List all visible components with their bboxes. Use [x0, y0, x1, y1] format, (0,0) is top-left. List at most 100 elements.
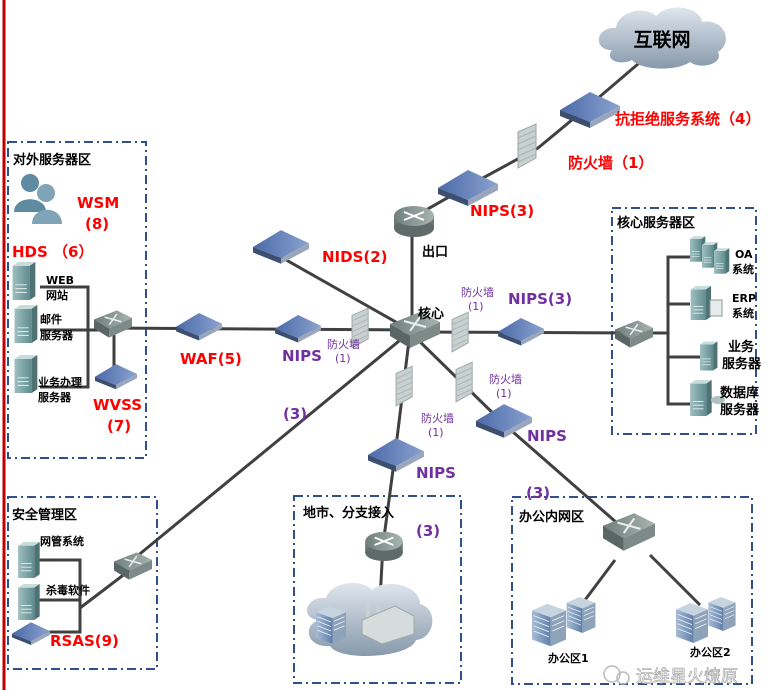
office-area-2-label: 办公区2: [690, 645, 731, 659]
database-label-2: 服务器: [720, 402, 760, 418]
zone-branch-access: [293, 495, 462, 684]
nms-label: 网管系统: [40, 534, 84, 548]
bottom-right-firewall-num: (1): [496, 387, 512, 400]
branch-num: (3): [416, 522, 440, 540]
egress-router-icon: [393, 205, 435, 238]
biz-server-icon: [14, 354, 38, 394]
bottom-firewall-num: (1): [428, 426, 444, 439]
branch-router-icon: [364, 530, 404, 563]
bottom-right-nips-label: NIPS: [527, 427, 567, 445]
watermark-text: 运维星火燎原: [636, 667, 738, 687]
right-firewall-label: 防火墙: [461, 285, 494, 299]
mail-server-icon: [14, 304, 38, 344]
business-label: 业务: [728, 339, 755, 355]
web-label-2: 网站: [46, 288, 68, 302]
antivirus-label: 杀毒软件: [46, 583, 90, 597]
external-zone-content: 对外服务器区 WSM (8) HDS （6） WEB 网站 邮件 服务器 业务办…: [12, 152, 142, 435]
nms-server-icon: [17, 541, 41, 579]
bottom-right-firewall-icon: [455, 361, 473, 403]
zone-core-servers: [611, 207, 757, 435]
zone-title: 安全管理区: [12, 507, 77, 523]
left-firewall-label: 防火墙: [327, 337, 360, 351]
firewall-icon: [517, 123, 537, 169]
bottom-right-nips-icon: [476, 404, 532, 438]
document-icon: [709, 299, 723, 317]
office-building-icon: [708, 596, 736, 632]
erp-label-2: 系统: [732, 306, 754, 320]
database-server-icon: [689, 379, 713, 417]
users-icon: [14, 174, 62, 224]
biz-label: 业务办理: [38, 375, 82, 389]
zone-title: 地市、分支接入: [303, 505, 394, 521]
left-nips-label: NIPS: [282, 347, 322, 365]
database-icon: [711, 396, 725, 404]
office-building-icon: [531, 603, 567, 647]
business-label-2: 服务器: [722, 356, 762, 372]
top-firewall-label: 防火墙（1）: [568, 154, 653, 172]
top-nips-label: NIPS(3): [470, 202, 534, 220]
office-area-1-label: 办公区1: [548, 651, 589, 665]
nids-label: NIDS(2): [322, 248, 388, 266]
erp-server-icon: [690, 285, 712, 321]
office-building-icon: [675, 602, 709, 644]
bottom-firewall-label: 防火墙: [421, 411, 454, 425]
zone-title: 核心服务器区: [617, 215, 695, 231]
office-link-label: (3): [526, 484, 550, 502]
web-label: WEB: [46, 274, 74, 287]
rsas-label: RSAS(9): [50, 632, 119, 650]
building-icon: [315, 605, 347, 645]
internet-label: 互联网: [633, 29, 690, 51]
zone-security-mgmt: [7, 496, 158, 670]
branch-zone-content: 地市、分支接入 (3): [303, 505, 440, 657]
bottom-right-firewall-label: 防火墙: [489, 372, 522, 386]
web-server-icon: [12, 261, 36, 301]
dmz-switch-icon: [93, 309, 133, 339]
right-firewall-num: (1): [468, 300, 484, 313]
waf-label: WAF(5): [180, 350, 242, 368]
security-mgmt-zone-content: 安全管理区 网管系统 杀毒软件 RSAS(9): [12, 507, 153, 650]
bottom-nips-label: NIPS: [416, 464, 456, 482]
rsas-device-icon: [12, 622, 50, 646]
right-nips-icon: [498, 318, 544, 346]
bottom-firewall-icon: [395, 365, 413, 407]
wechat-icon: [603, 665, 621, 683]
wvss-label: WVSS: [93, 396, 142, 414]
oa-label-2: 系统: [732, 262, 754, 276]
left-firewall-num: (1): [335, 352, 351, 365]
antivirus-server-icon: [17, 583, 41, 621]
waf-device-icon: [176, 313, 222, 341]
erp-label: ERP: [732, 292, 756, 305]
database-label: 数据库: [720, 385, 759, 401]
right-nips-label: NIPS(3): [508, 290, 572, 308]
zone-office-intranet: [511, 496, 753, 685]
core-servers-zone-content: 核心服务器区 OA 系统 ERP 系统 业务 服务器 数据库 服务器: [614, 215, 762, 418]
mgmt-switch-icon: [113, 551, 153, 581]
left-nips-icon: [275, 315, 321, 343]
office-building-icon: [566, 596, 596, 634]
nids-device-icon: [253, 230, 309, 264]
office-zone-content: 办公内网区 办公区1 办公区2: [519, 509, 736, 665]
right-firewall-icon: [451, 311, 469, 353]
core-label: 核心: [418, 306, 444, 322]
business-server-icon: [699, 341, 718, 371]
zone-title: 对外服务器区: [13, 152, 91, 168]
zone-external-servers: [7, 141, 147, 459]
oa-server-icon: [713, 247, 730, 275]
hds-label: HDS （6）: [12, 243, 93, 261]
oa-label: OA: [735, 248, 753, 261]
ddos-label: 抗拒绝服务系统（4）: [615, 110, 760, 128]
watermark: 运维星火燎原: [603, 665, 738, 687]
biz-label-2: 服务器: [38, 390, 72, 404]
mail-label-2: 服务器: [40, 328, 74, 342]
zone-title: 办公内网区: [519, 509, 584, 525]
wsm-num: (8): [85, 215, 109, 233]
mgmt-link-label: (3): [283, 405, 307, 423]
wvss-num: (7): [107, 417, 131, 435]
core-server-switch-icon: [614, 319, 654, 349]
internet-cloud: 互联网: [598, 7, 726, 69]
factory-icon: [361, 604, 415, 645]
mail-label: 邮件: [40, 312, 62, 326]
wsm-label: WSM: [77, 194, 119, 212]
egress-router-label: 出口: [422, 244, 448, 260]
